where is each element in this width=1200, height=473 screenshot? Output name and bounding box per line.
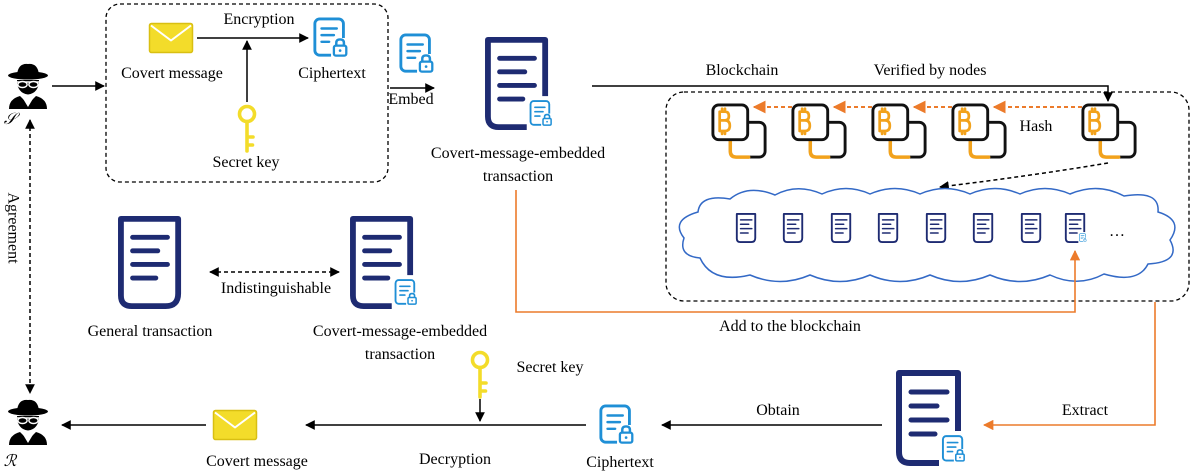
- covert-message-label: Covert message: [121, 65, 223, 82]
- bitcoin-block-icon: [951, 103, 1007, 159]
- add-to-blockchain-label: Add to the blockchain: [719, 318, 861, 335]
- bitcoin-block-icon: [791, 103, 847, 159]
- secret-key-label: Secret key: [212, 154, 279, 171]
- extract-label: Extract: [1062, 402, 1109, 419]
- ciphertext-label: Ciphertext: [586, 454, 654, 471]
- extract-arrow: [982, 302, 1156, 431]
- extracted-transaction-icon: [899, 373, 970, 467]
- secret-key-label: Secret key: [516, 359, 583, 376]
- embedded-transaction-icon: [1066, 214, 1088, 243]
- bitcoin-block-icon: [871, 103, 927, 159]
- bitcoin-block-icon: [711, 103, 767, 159]
- receiver-spy-icon: [7, 399, 49, 446]
- general-transaction-label: General transaction: [88, 323, 213, 340]
- agreement-label: Agreement: [4, 192, 21, 264]
- indistinguishable-label: Indistinguishable: [221, 280, 331, 297]
- receiver-symbol: ℛ: [4, 453, 18, 470]
- obtain-label: Obtain: [756, 402, 800, 419]
- key-icon: [237, 104, 257, 153]
- encryption-box: [105, 3, 389, 183]
- transaction-icon: [972, 212, 994, 244]
- embedded-transaction-icon: [488, 40, 557, 131]
- ciphertext-label: Ciphertext: [298, 65, 366, 82]
- bitcoin-block-icon: [1081, 103, 1137, 159]
- transaction-icon: [877, 212, 899, 244]
- comparison-embedded-label-line2: transaction: [365, 346, 435, 363]
- embedded-transaction-label-line1: Covert-message-embedded: [431, 145, 605, 162]
- embedded-transaction-label-line2: transaction: [483, 168, 553, 185]
- transaction-icon: [1020, 212, 1042, 244]
- envelope-icon: [212, 409, 258, 441]
- comparison-embedded-label-line1: Covert-message-embedded: [313, 323, 487, 340]
- add-to-blockchain-arrow: [515, 190, 1081, 313]
- transaction-icon: [782, 212, 804, 244]
- block-to-pool-arrow: [939, 162, 1109, 191]
- decryption-label: Decryption: [419, 451, 491, 468]
- embedded-transaction-icon: [353, 219, 422, 310]
- envelope-icon: [148, 22, 194, 54]
- to-blockchain-arrow: [592, 85, 1113, 102]
- general-transaction-icon: [121, 219, 178, 306]
- verified-by-nodes-label: Verified by nodes: [874, 62, 987, 79]
- blockchain-label: Blockchain: [706, 62, 779, 79]
- sender-symbol: 𝒮: [4, 111, 21, 128]
- key-icon: [470, 350, 490, 399]
- transaction-icon: [735, 212, 757, 244]
- ciphertext-icon: [599, 404, 638, 447]
- transaction-icon: [925, 212, 947, 244]
- blockchain-box: [665, 91, 1190, 302]
- transaction-icon: [830, 212, 852, 244]
- covert-message-label: Covert message: [206, 453, 308, 470]
- more-transactions-ellipsis: …: [1109, 223, 1125, 240]
- embed-ciphertext-icon: [399, 33, 438, 76]
- sender-spy-icon: [7, 63, 49, 110]
- encryption-label: Encryption: [223, 11, 294, 28]
- ciphertext-icon: [313, 17, 352, 60]
- hash-label: Hash: [1020, 118, 1053, 135]
- embed-label: Embed: [388, 91, 433, 108]
